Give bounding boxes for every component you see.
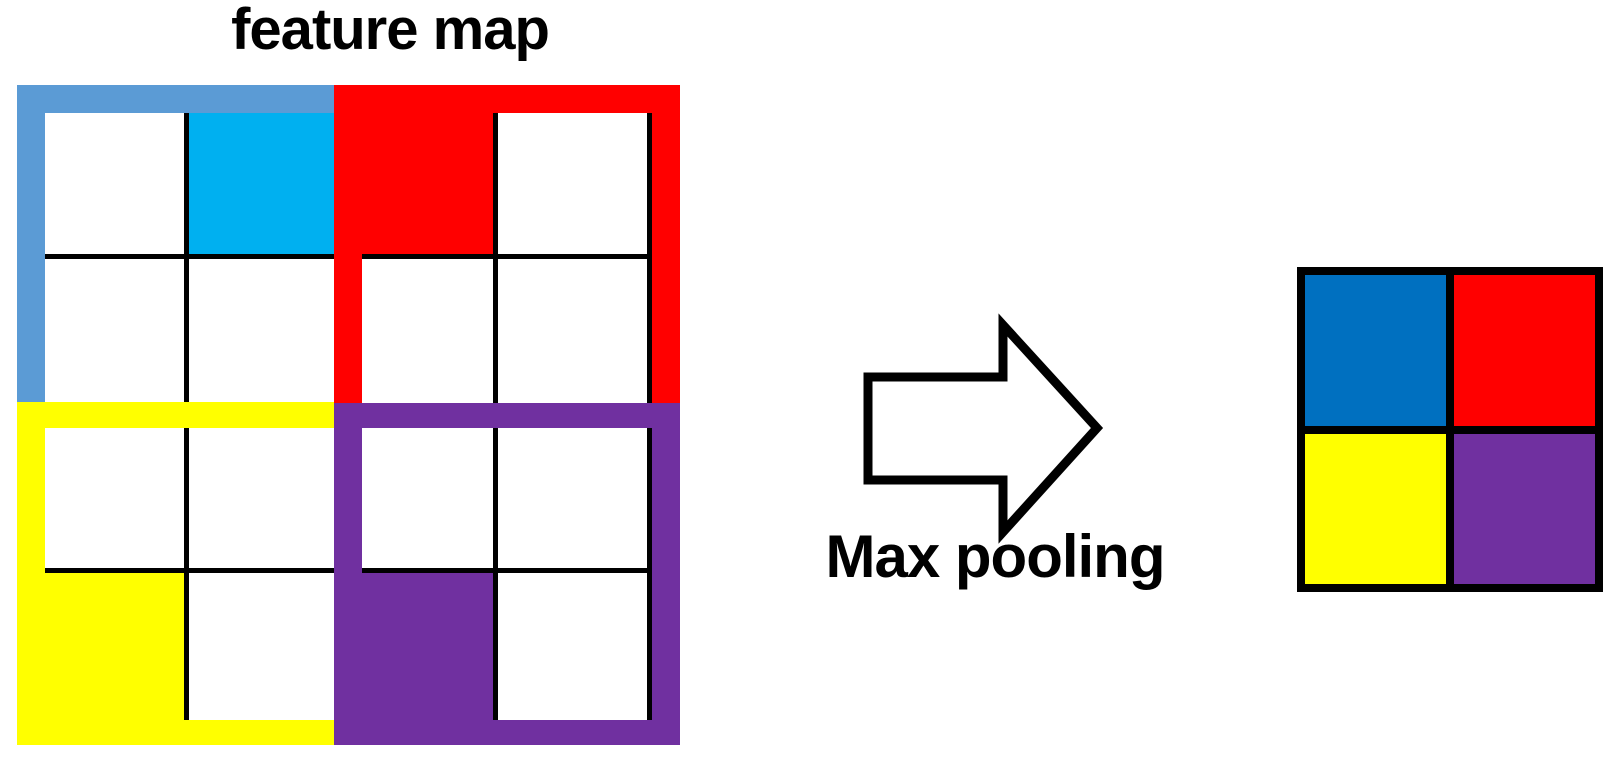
- feature-map-cell: [497, 259, 647, 411]
- max-pooling-label: Max pooling: [825, 523, 1166, 590]
- pooling-window-frame-bottom-right: [334, 403, 680, 745]
- right-arrow-icon: [863, 313, 1104, 544]
- max-value-cell-bottom-right: [343, 573, 493, 725]
- feature-map-cell: [189, 416, 339, 568]
- feature-map-cell: [35, 259, 185, 411]
- max-value-cell-top-right: [343, 100, 493, 254]
- feature-map-cell: [343, 416, 493, 568]
- output-cell: [1305, 275, 1446, 426]
- output-cell: [1454, 433, 1595, 584]
- pooling-window-frame-top-left: [17, 85, 334, 402]
- max-value-cell-bottom-left: [35, 573, 184, 725]
- feature-map-cell: [35, 102, 185, 254]
- pooling-window-frame-bottom-left: [17, 402, 334, 745]
- right-arrow-shape: [863, 313, 1104, 544]
- feature-map-cell: [35, 416, 185, 568]
- feature-map-cell: [189, 259, 339, 411]
- output-cell: [1305, 433, 1446, 584]
- feature-map-cell: [343, 259, 493, 411]
- max-value-cell-top-left: [189, 103, 338, 254]
- feature-map-cell: [497, 416, 647, 568]
- feature-map-cell: [189, 573, 339, 725]
- feature-map-title: feature map: [231, 0, 550, 62]
- pooling-window-frame-top-right: [334, 85, 680, 403]
- output-grid: [1297, 267, 1603, 592]
- output-cell: [1454, 275, 1595, 426]
- feature-map-cell: [497, 573, 647, 725]
- feature-map-cell: [497, 102, 647, 254]
